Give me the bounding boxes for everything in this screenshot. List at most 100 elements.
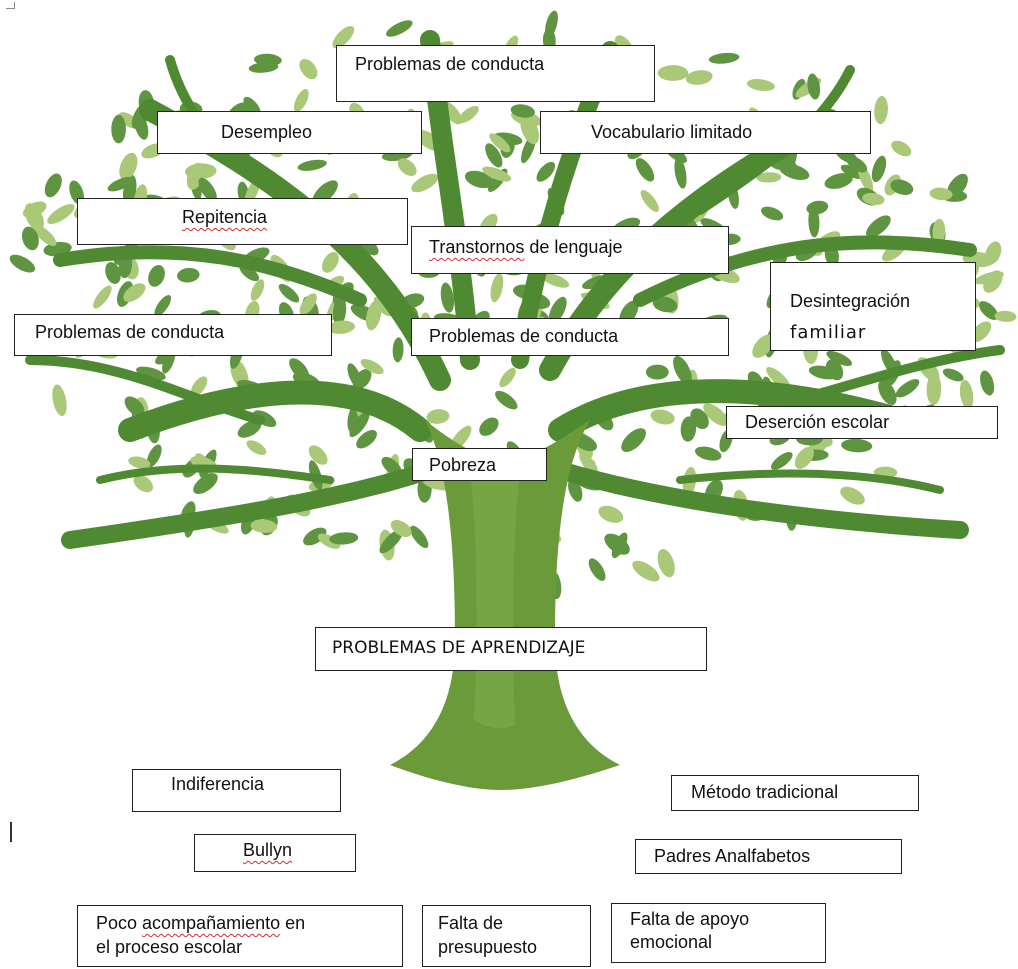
leaf [632, 560, 660, 582]
leaf [329, 532, 359, 545]
leaf [21, 226, 39, 251]
leaf [119, 152, 138, 181]
leaf [410, 525, 429, 549]
leaf [694, 446, 722, 461]
leaf [985, 241, 1002, 265]
leaf [250, 519, 278, 533]
leaf [293, 89, 309, 112]
leaf [237, 420, 262, 438]
leaf [871, 155, 887, 183]
leaf [464, 170, 494, 189]
leaf [105, 262, 121, 284]
leaf [254, 53, 282, 67]
leaf [9, 254, 36, 273]
label-problemas-de-aprendizaje: PROBLEMAS DE APRENDIZAJE [315, 627, 707, 671]
label-problemas-de-conducta-left: Problemas de conducta [14, 314, 332, 356]
leaf [890, 179, 914, 195]
leaf [604, 533, 630, 555]
leaf [489, 133, 511, 153]
leaf [107, 176, 134, 192]
leaf [146, 444, 162, 468]
leaf [980, 370, 995, 396]
label-falta-de-apoyo-emocional: Falta de apoyo emocional [611, 903, 826, 963]
leaf [278, 283, 300, 303]
label-indiferencia: Indiferencia [132, 769, 341, 812]
leaf [440, 282, 455, 313]
leaf [397, 158, 417, 176]
leaf [190, 376, 208, 397]
leaf [994, 310, 1017, 322]
corner-mark [6, 2, 15, 9]
leaf [874, 96, 888, 125]
text-cursor [10, 822, 12, 842]
leaf [840, 486, 865, 505]
leaf [674, 157, 687, 189]
label-desempleo: Desempleo [157, 111, 422, 154]
leaf [645, 364, 669, 380]
leaf [136, 366, 166, 381]
leaf [352, 369, 372, 390]
leaf [598, 505, 624, 523]
leaf [308, 445, 328, 465]
leaf [807, 73, 821, 100]
leaf [685, 70, 713, 85]
leaf [891, 140, 912, 157]
leaf [761, 206, 784, 221]
leaf [482, 166, 512, 182]
leaf [983, 270, 1003, 293]
leaf [47, 203, 75, 225]
leaf [756, 172, 782, 183]
leaf [746, 79, 775, 91]
leaf [133, 474, 154, 493]
leaf [690, 408, 709, 430]
label-problemas-de-conducta-top: Problemas de conducta [336, 45, 655, 102]
leaf [640, 190, 659, 212]
leaf [349, 411, 370, 438]
leaf [332, 296, 347, 326]
label-padres-analfabetos: Padres Analfabetos [635, 839, 902, 874]
leaf [841, 438, 873, 453]
leaf [360, 359, 384, 375]
label-bullyn: Bullyn [194, 834, 356, 872]
leaf [392, 337, 404, 363]
trunk-highlight [470, 470, 520, 729]
leaf [250, 279, 265, 301]
leaf [124, 396, 145, 417]
label-vocabulario-limitado: Vocabulario limitado [540, 111, 871, 154]
leaf [806, 200, 829, 215]
leaf [177, 267, 200, 283]
leaf [198, 177, 217, 203]
leaf [379, 529, 403, 554]
leaf [386, 20, 413, 37]
leaf [44, 173, 62, 198]
leaf [297, 159, 327, 171]
leaf [824, 173, 853, 189]
leaf [495, 390, 518, 410]
leaf [457, 105, 479, 124]
leaf [327, 320, 355, 334]
leaf [588, 558, 606, 581]
leaf [541, 273, 570, 288]
label-poco-acompanamiento: Poco acompañamiento en el proceso escola… [77, 905, 403, 967]
label-transtornos-de-lenguaje: Transtornos de lenguaje [411, 226, 729, 274]
leaf [878, 380, 897, 405]
leaf [123, 283, 146, 302]
leaf [932, 218, 946, 245]
leaf [111, 114, 126, 144]
leaf [703, 403, 729, 427]
label-desercion-escolar: Deserción escolar [726, 406, 998, 439]
leaf [356, 429, 377, 449]
leaf [93, 285, 112, 309]
leaf [895, 379, 920, 398]
leaf [490, 273, 504, 303]
leaf [128, 456, 151, 469]
leaf [862, 192, 885, 206]
leaf [303, 527, 327, 546]
label-desintegracion-familiar: Desintegración familiar [770, 262, 976, 351]
leaf [545, 10, 558, 38]
leaf [579, 452, 598, 475]
leaf [390, 519, 412, 538]
leaf [673, 355, 692, 385]
leaf [299, 58, 318, 80]
leaf [536, 161, 556, 182]
